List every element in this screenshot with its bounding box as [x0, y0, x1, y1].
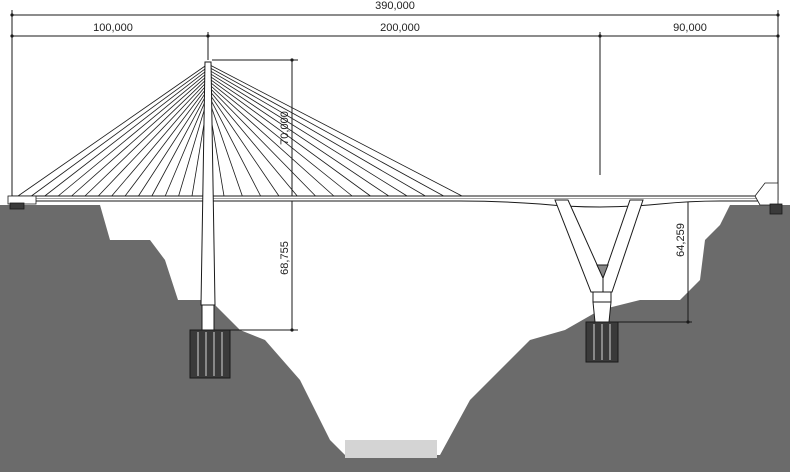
bridge-deck	[11, 195, 761, 208]
main-span-label: 200,000	[380, 22, 420, 34]
cable-back-span	[71, 74, 209, 197]
cable-back-span	[151, 91, 209, 197]
stay-cables	[17, 63, 463, 197]
cable-main-span	[207, 91, 280, 197]
cable-main-span	[207, 85, 316, 197]
cable-main-span	[207, 69, 426, 197]
cable-back-span	[111, 83, 209, 197]
river-water	[345, 440, 437, 458]
cable-main-span	[207, 63, 463, 197]
cable-main-span	[207, 71, 408, 197]
tower-foundation	[189, 329, 231, 379]
cable-main-span	[207, 88, 298, 197]
tower-height-above-label: 70,000	[279, 111, 291, 145]
cable-main-span	[207, 97, 243, 197]
right-abutment	[754, 182, 783, 215]
cable-back-span	[17, 63, 209, 197]
cable-back-span	[84, 77, 209, 197]
cable-back-span	[57, 71, 209, 197]
dimension-lines	[11, 10, 779, 331]
cable-back-span	[178, 97, 209, 197]
left-abutment	[7, 195, 37, 210]
cable-main-span	[207, 74, 389, 197]
cable-main-span	[207, 66, 444, 197]
total-span-label: 390,000	[375, 0, 415, 12]
left-span-label: 100,000	[93, 22, 133, 34]
cable-back-span	[44, 69, 209, 197]
cable-back-span	[138, 88, 209, 197]
right-span-label: 90,000	[673, 22, 707, 34]
cable-back-span	[164, 94, 209, 197]
cable-main-span	[207, 80, 353, 197]
pier-foundation	[585, 321, 619, 363]
v-pier	[554, 199, 644, 323]
tower-height-below-label: 68,755	[279, 241, 291, 275]
cable-back-span	[98, 80, 209, 197]
terrain-ground	[0, 205, 790, 472]
pier-height-label: 64,259	[675, 223, 687, 257]
cable-back-span	[124, 85, 209, 197]
cable-back-span	[31, 66, 209, 197]
cable-main-span	[207, 77, 371, 197]
pylon-tower	[200, 61, 216, 331]
cable-main-span	[207, 83, 335, 197]
cable-main-span	[207, 94, 261, 197]
